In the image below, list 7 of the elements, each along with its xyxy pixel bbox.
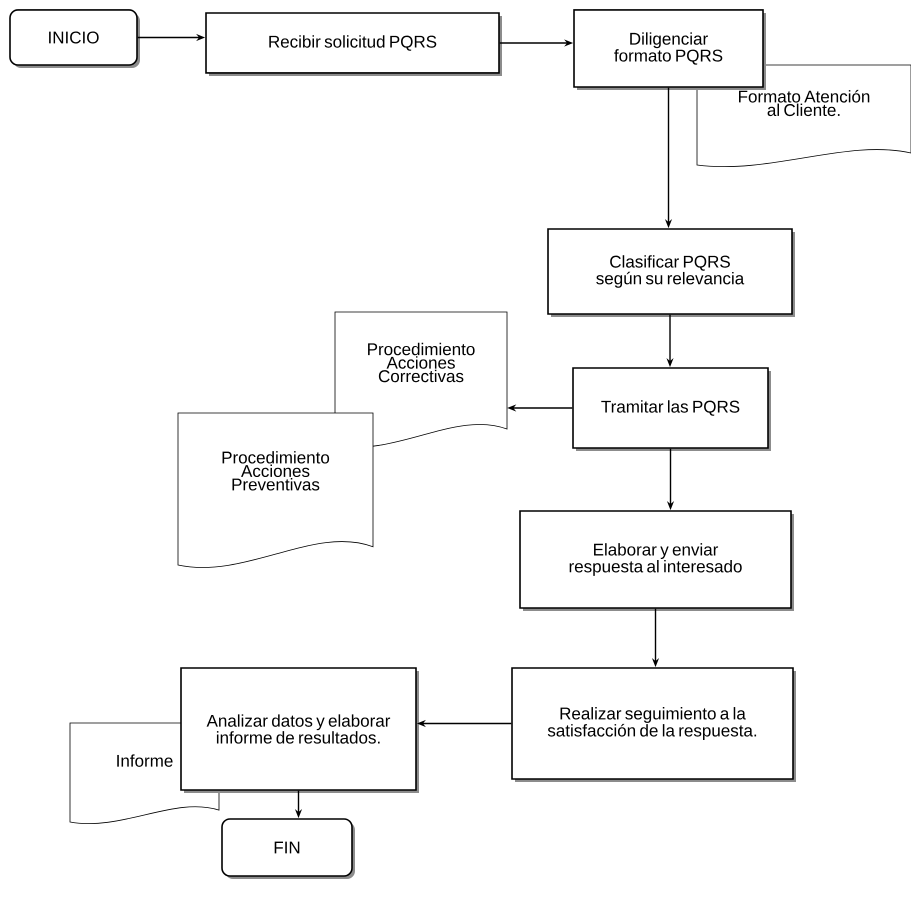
process-box: Clasificar PQRS según su relevancia <box>547 228 795 317</box>
process-box: Tramitar las PQRS <box>572 367 771 451</box>
process-box: Recibir solicitud PQRS <box>205 12 502 76</box>
process-box: Diligenciar formato PQRS <box>573 9 766 90</box>
process-box: Analizar datos y elaborar informe de resultados. <box>180 667 419 793</box>
process-box: Elaborar y enviar respuesta al interesado <box>519 510 794 611</box>
process-box: Realizar seguimiento a la satisfacción de la respuesta. <box>511 667 796 782</box>
